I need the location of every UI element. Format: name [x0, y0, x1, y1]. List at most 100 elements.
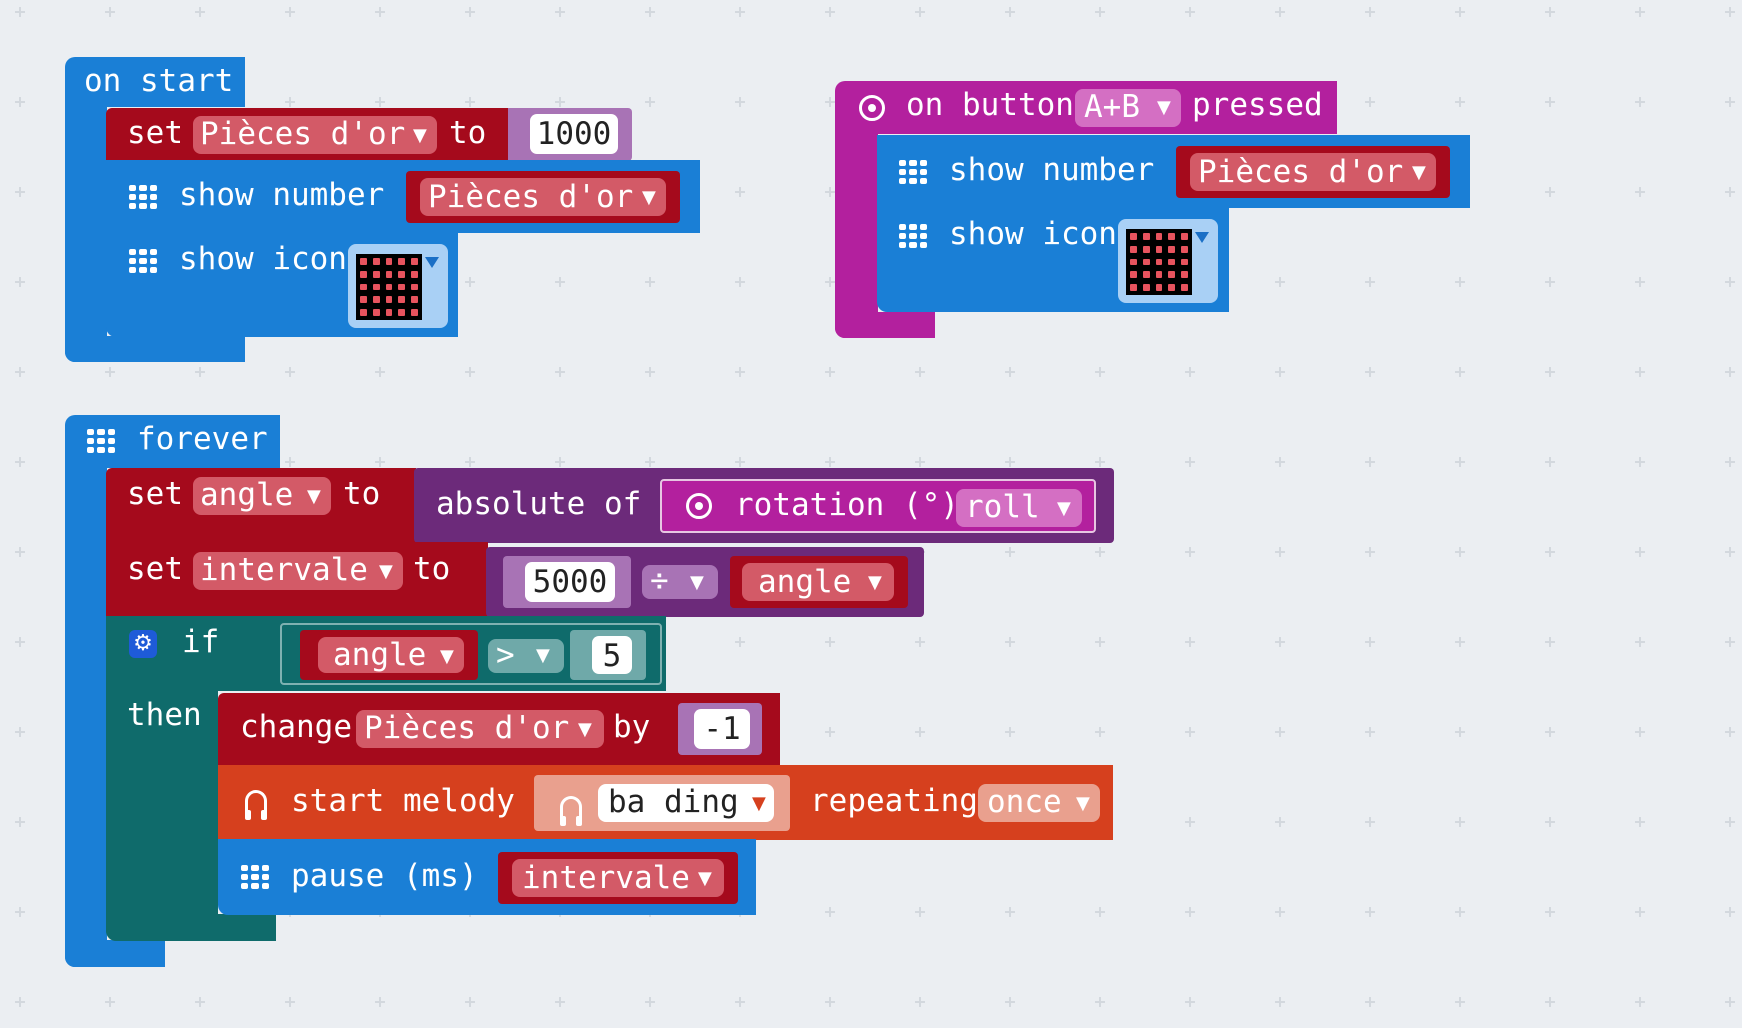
math-op-dropdown[interactable]	[642, 565, 718, 599]
grid-plus-mark	[1725, 187, 1735, 197]
chevron-down-icon: ▼	[379, 561, 393, 582]
grid-plus-mark	[915, 7, 925, 17]
melody-name-label: ba ding	[608, 784, 739, 820]
show-number-label: show number	[179, 177, 385, 213]
set-intervale-var-dropdown[interactable]	[193, 552, 403, 590]
grid-plus-mark	[735, 457, 745, 467]
repeat-mode-dropdown[interactable]	[978, 784, 1100, 822]
set-angle-var-dropdown[interactable]	[193, 477, 331, 515]
divide-left-input[interactable]: 5000	[525, 562, 615, 602]
rotation-label: rotation (°)	[735, 487, 959, 523]
grid-plus-mark	[1725, 727, 1735, 737]
grid-plus-mark	[1545, 187, 1555, 197]
compare-op-dropdown[interactable]	[488, 639, 564, 673]
grid-plus-mark	[1095, 457, 1105, 467]
chevron-down-icon: ▼	[698, 868, 712, 889]
grid-plus-mark	[1005, 907, 1015, 917]
grid-plus-mark	[825, 727, 835, 737]
show-number-var-dropdown[interactable]	[420, 178, 666, 216]
chevron-down-icon: ▼	[690, 572, 704, 593]
set-intervale-var-label: intervale	[200, 552, 368, 588]
on-start-foot	[65, 336, 245, 362]
grid-plus-mark	[1095, 727, 1105, 737]
set-to-label: to	[413, 551, 451, 587]
grid-plus-mark	[1005, 457, 1015, 467]
grid-plus-mark	[1635, 457, 1645, 467]
grid-plus-mark	[1185, 457, 1195, 467]
on-button-body-left	[835, 130, 878, 338]
grid-plus-mark	[1275, 817, 1285, 827]
led-grid-icon	[899, 160, 927, 184]
if-label: if	[182, 624, 220, 660]
melody-name-dropdown[interactable]	[598, 784, 774, 822]
grid-plus-mark	[1185, 727, 1195, 737]
grid-plus-mark	[1545, 367, 1555, 377]
grid-plus-mark	[1725, 997, 1735, 1007]
grid-plus-mark	[1095, 997, 1105, 1007]
grid-plus-mark	[1635, 7, 1645, 17]
repeat-mode-label: once	[987, 784, 1062, 820]
chevron-down-icon	[1195, 232, 1209, 243]
led-grid-icon	[241, 865, 269, 889]
change-var-dropdown[interactable]	[356, 710, 604, 748]
compare-right-input[interactable]: 5	[592, 636, 632, 674]
rotation-axis-label: roll	[965, 489, 1040, 525]
grid-plus-mark	[915, 727, 925, 737]
show-icon-label: show icon	[949, 216, 1117, 252]
grid-plus-mark	[1455, 817, 1465, 827]
show-number-var-dropdown[interactable]	[1190, 153, 1436, 191]
change-value-input[interactable]: -1	[694, 709, 750, 749]
on-start-label: on start	[84, 63, 234, 99]
grid-plus-mark	[1725, 277, 1735, 287]
on-button-foot	[835, 312, 935, 338]
grid-plus-mark	[1455, 997, 1465, 1007]
grid-plus-mark	[1005, 727, 1015, 737]
rotation-target-icon	[686, 493, 712, 519]
grid-plus-mark	[555, 997, 565, 1007]
button-selector-dropdown[interactable]	[1075, 89, 1181, 127]
on-start-hat[interactable]	[65, 57, 245, 107]
grid-plus-mark	[1005, 547, 1015, 557]
grid-plus-mark	[1455, 367, 1465, 377]
grid-plus-mark	[915, 457, 925, 467]
pause-var-dropdown[interactable]	[512, 859, 724, 897]
grid-plus-mark	[1545, 457, 1555, 467]
grid-plus-mark	[1185, 547, 1195, 557]
show-number-var-label: Pièces d'or	[1198, 154, 1404, 190]
grid-plus-mark	[1365, 367, 1375, 377]
grid-plus-mark	[1635, 547, 1645, 557]
pressed-label: pressed	[1192, 87, 1323, 123]
grid-plus-mark	[1365, 997, 1375, 1007]
pause-var-label: intervale	[522, 860, 690, 896]
headphones-icon	[245, 790, 267, 820]
grid-plus-mark	[1275, 7, 1285, 17]
grid-plus-mark	[375, 97, 385, 107]
grid-plus-mark	[15, 7, 25, 17]
gear-icon[interactable]: ⚙	[129, 630, 157, 658]
grid-plus-mark	[825, 907, 835, 917]
grid-plus-mark	[1365, 97, 1375, 107]
grid-plus-mark	[1275, 547, 1285, 557]
chevron-down-icon: ▼	[1076, 793, 1090, 814]
grid-plus-mark	[1455, 907, 1465, 917]
grid-plus-mark	[1635, 997, 1645, 1007]
grid-plus-mark	[285, 7, 295, 17]
grid-plus-mark	[1095, 637, 1105, 647]
grid-plus-mark	[105, 997, 115, 1007]
grid-plus-mark	[1275, 367, 1285, 377]
grid-plus-mark	[1545, 997, 1555, 1007]
grid-plus-mark	[1545, 97, 1555, 107]
grid-plus-mark	[285, 457, 295, 467]
divide-right-var-dropdown[interactable]	[742, 563, 894, 601]
repeating-label: repeating	[810, 783, 978, 819]
grid-plus-mark	[1545, 637, 1555, 647]
compare-left-var-dropdown[interactable]	[318, 637, 464, 673]
grid-plus-mark	[15, 817, 25, 827]
grid-plus-mark	[1635, 187, 1645, 197]
rotation-axis-dropdown[interactable]	[956, 489, 1082, 527]
grid-plus-mark	[195, 7, 205, 17]
set-gold-value-input[interactable]: 1000	[530, 114, 618, 154]
set-gold-var-dropdown[interactable]	[193, 116, 437, 154]
grid-plus-mark	[15, 547, 25, 557]
grid-plus-mark	[105, 367, 115, 377]
